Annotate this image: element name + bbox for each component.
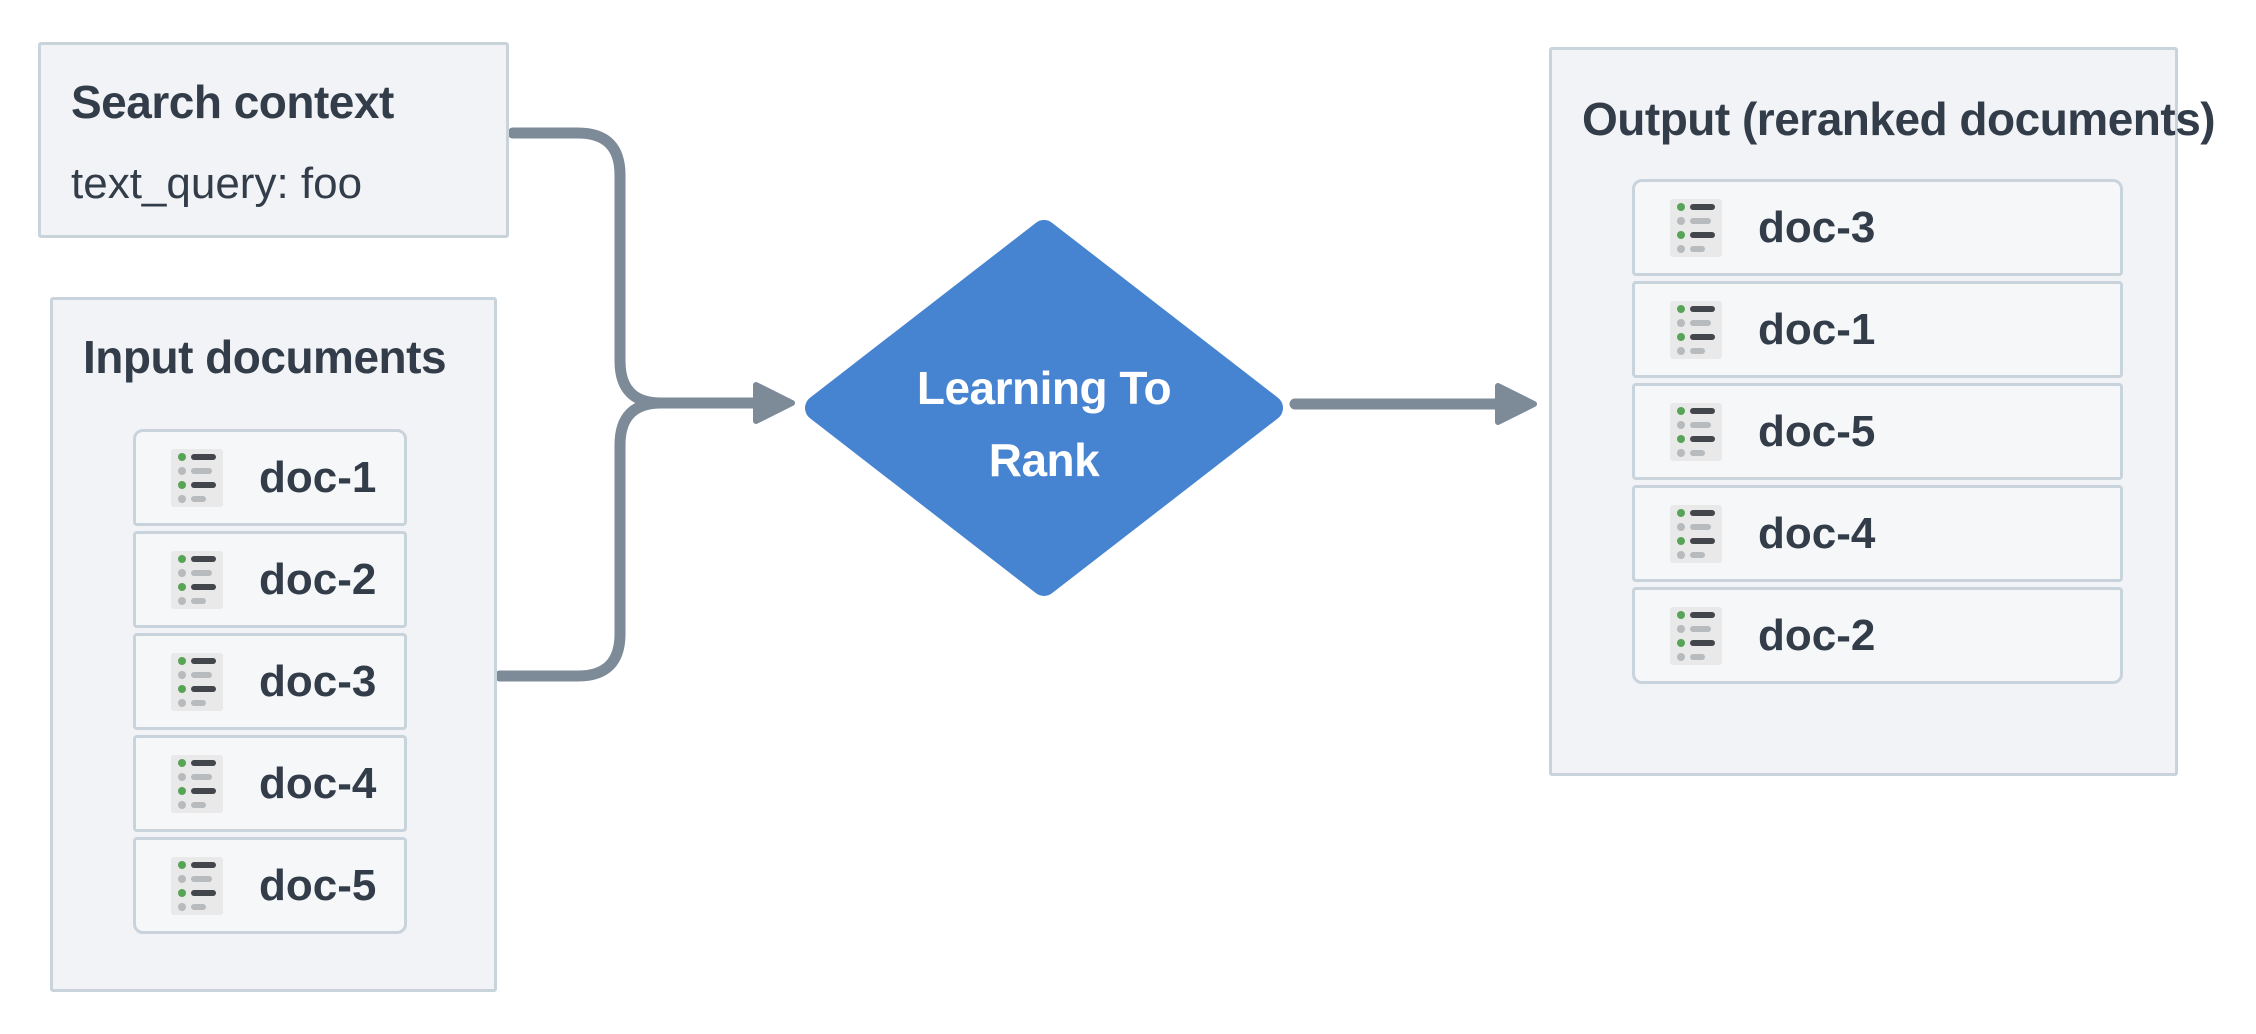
document-label: doc-4 xyxy=(1758,508,1876,558)
document-label: doc-5 xyxy=(259,860,377,910)
icon-list-row xyxy=(178,758,216,767)
icon-list-row xyxy=(1677,304,1715,313)
input-documents-panel: Input documents doc-1 doc-2 doc-3 xyxy=(50,297,497,992)
icon-list-row xyxy=(1677,318,1715,327)
learning-to-rank-diamond xyxy=(805,220,1283,596)
document-list-icon xyxy=(1670,606,1722,665)
document-card: doc-1 xyxy=(133,429,407,526)
icon-list-row xyxy=(178,786,216,795)
icon-list-row xyxy=(178,554,216,563)
icon-list-row xyxy=(178,452,216,461)
icon-list-row xyxy=(178,902,216,911)
document-label: doc-3 xyxy=(1758,202,1876,252)
search-query-text: text_query: foo xyxy=(71,159,363,208)
document-list-icon xyxy=(1670,504,1722,563)
icon-list-row xyxy=(1677,406,1715,415)
document-list-icon xyxy=(171,550,223,609)
icon-list-row xyxy=(1677,216,1715,225)
connector-input-documents xyxy=(494,397,667,682)
icon-list-row xyxy=(1677,420,1715,429)
icon-list-row xyxy=(178,596,216,605)
connector-search-context xyxy=(507,127,667,409)
document-card: doc-2 xyxy=(1632,587,2123,684)
document-list-icon xyxy=(1670,198,1722,257)
document-list-icon xyxy=(171,856,223,915)
icon-list-row xyxy=(1677,448,1715,457)
document-card: doc-3 xyxy=(133,633,407,730)
icon-list-row xyxy=(1677,230,1715,239)
icon-list-row xyxy=(1677,550,1715,559)
search-context-panel: Search context text_query: foo xyxy=(38,42,509,238)
icon-list-row xyxy=(1677,346,1715,355)
diamond-label-line1: Learning To xyxy=(916,362,1172,414)
document-card: doc-5 xyxy=(133,837,407,934)
icon-list-row xyxy=(178,656,216,665)
icon-list-row xyxy=(178,480,216,489)
document-list-icon xyxy=(171,448,223,507)
icon-list-row xyxy=(1677,638,1715,647)
document-list-icon xyxy=(1670,402,1722,461)
icon-list-row xyxy=(178,888,216,897)
output-reranked-panel: Output (reranked documents) doc-3 doc-1 … xyxy=(1549,47,2216,776)
icon-list-row xyxy=(178,466,216,475)
document-label: doc-1 xyxy=(259,452,377,502)
icon-list-row xyxy=(1677,652,1715,661)
document-label: doc-3 xyxy=(259,656,377,706)
icon-list-row xyxy=(178,494,216,503)
icon-list-row xyxy=(1677,522,1715,531)
icon-list-row xyxy=(1677,434,1715,443)
document-card: doc-5 xyxy=(1632,383,2123,480)
icon-list-row xyxy=(178,698,216,707)
icon-list-row xyxy=(178,568,216,577)
arrowhead-into-output xyxy=(1495,383,1537,425)
icon-list-row xyxy=(1677,332,1715,341)
icon-list-row xyxy=(178,670,216,679)
icon-list-row xyxy=(178,860,216,869)
document-card: doc-2 xyxy=(133,531,407,628)
input-documents-list: doc-1 doc-2 doc-3 doc-4 xyxy=(133,429,407,934)
output-documents-list: doc-3 doc-1 doc-5 doc-4 xyxy=(1632,179,2123,684)
icon-list-row xyxy=(1677,508,1715,517)
icon-list-row xyxy=(178,772,216,781)
document-list-icon xyxy=(171,652,223,711)
document-card: doc-1 xyxy=(1632,281,2123,378)
icon-list-row xyxy=(1677,202,1715,211)
learning-to-rank-label: Learning To Rank xyxy=(864,352,1224,496)
arrowhead-into-diamond xyxy=(753,382,795,424)
icon-list-row xyxy=(1677,536,1715,545)
diamond-label-line2: Rank xyxy=(988,434,1100,486)
document-list-icon xyxy=(171,754,223,813)
input-documents-title: Input documents xyxy=(83,331,447,383)
icon-list-row xyxy=(178,874,216,883)
icon-list-row xyxy=(1677,244,1715,253)
document-card: doc-3 xyxy=(1632,179,2123,276)
output-title: Output (reranked documents) xyxy=(1582,93,2216,145)
document-card: doc-4 xyxy=(1632,485,2123,582)
document-card: doc-4 xyxy=(133,735,407,832)
icon-list-row xyxy=(178,582,216,591)
document-label: doc-1 xyxy=(1758,304,1876,354)
document-label: doc-2 xyxy=(259,554,377,604)
icon-list-row xyxy=(178,684,216,693)
document-label: doc-5 xyxy=(1758,406,1876,456)
icon-list-row xyxy=(178,800,216,809)
document-label: doc-2 xyxy=(1758,610,1876,660)
icon-list-row xyxy=(1677,610,1715,619)
document-label: doc-4 xyxy=(259,758,377,808)
icon-list-row xyxy=(1677,624,1715,633)
document-list-icon xyxy=(1670,300,1722,359)
search-context-title: Search context xyxy=(71,76,394,128)
